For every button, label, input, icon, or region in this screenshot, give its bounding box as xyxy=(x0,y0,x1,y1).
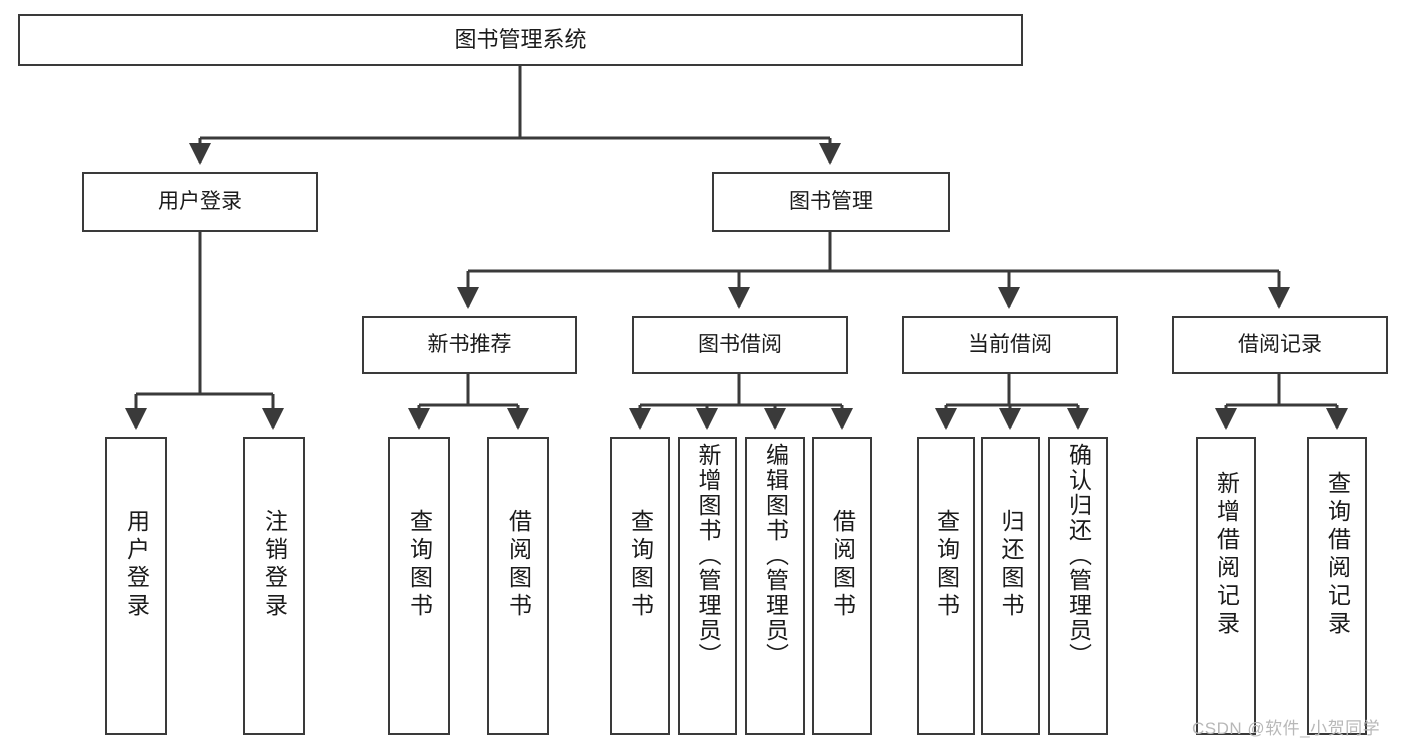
node-leaf-query-borrow-record-label: 查询借阅记录 xyxy=(1324,471,1351,639)
node-leaf-logout[interactable]: 注销登录 xyxy=(243,437,305,735)
node-root-label: 图书管理系统 xyxy=(454,27,587,53)
node-leaf-borrow-book[interactable]: 借阅图书 xyxy=(812,437,872,735)
watermark: CSDN @软件_小贺同学 xyxy=(1192,719,1381,738)
node-leaf-borrow-book-label: 借阅图书 xyxy=(829,509,856,621)
node-leaf-query-book-rec-label: 查询图书 xyxy=(406,509,433,621)
node-leaf-add-book-admin-label: 新增图书（管理员） xyxy=(695,443,721,668)
node-leaf-query-book-borrow[interactable]: 查询图书 xyxy=(610,437,670,735)
node-book-manage[interactable]: 图书管理 xyxy=(712,172,950,232)
node-leaf-user-login[interactable]: 用户登录 xyxy=(105,437,167,735)
node-leaf-add-borrow-record[interactable]: 新增借阅记录 xyxy=(1196,437,1256,735)
node-leaf-query-book-current[interactable]: 查询图书 xyxy=(917,437,975,735)
node-leaf-add-borrow-record-label: 新增借阅记录 xyxy=(1213,471,1240,639)
node-leaf-query-book-borrow-label: 查询图书 xyxy=(627,509,654,621)
node-leaf-user-login-label: 用户登录 xyxy=(123,509,150,621)
node-leaf-query-borrow-record[interactable]: 查询借阅记录 xyxy=(1307,437,1367,735)
node-leaf-query-book-rec[interactable]: 查询图书 xyxy=(388,437,450,735)
node-book-borrow-label: 图书借阅 xyxy=(698,332,782,356)
node-user-login-label: 用户登录 xyxy=(158,189,242,213)
node-leaf-confirm-return-admin-label: 确认归还（管理员） xyxy=(1065,443,1092,668)
node-current-borrow[interactable]: 当前借阅 xyxy=(902,316,1118,374)
node-leaf-borrow-book-rec-label: 借阅图书 xyxy=(505,509,532,621)
node-borrow-record-label: 借阅记录 xyxy=(1238,332,1322,356)
node-leaf-query-book-current-label: 查询图书 xyxy=(933,509,960,621)
node-book-manage-label: 图书管理 xyxy=(789,189,873,213)
node-user-login[interactable]: 用户登录 xyxy=(82,172,318,232)
node-new-book-recommend[interactable]: 新书推荐 xyxy=(362,316,577,374)
node-leaf-return-book[interactable]: 归还图书 xyxy=(981,437,1040,735)
node-book-borrow[interactable]: 图书借阅 xyxy=(632,316,848,374)
node-root[interactable]: 图书管理系统 xyxy=(18,14,1023,66)
node-leaf-add-book-admin[interactable]: 新增图书（管理员） xyxy=(678,437,737,735)
node-leaf-edit-book-admin[interactable]: 编辑图书（管理员） xyxy=(745,437,805,735)
node-leaf-logout-label: 注销登录 xyxy=(261,509,288,621)
node-leaf-borrow-book-rec[interactable]: 借阅图书 xyxy=(487,437,549,735)
node-leaf-return-book-label: 归还图书 xyxy=(998,509,1024,621)
node-current-borrow-label: 当前借阅 xyxy=(968,332,1052,356)
node-new-book-recommend-label: 新书推荐 xyxy=(427,332,512,356)
node-leaf-edit-book-admin-label: 编辑图书（管理员） xyxy=(762,443,789,668)
node-borrow-record[interactable]: 借阅记录 xyxy=(1172,316,1388,374)
node-leaf-confirm-return-admin[interactable]: 确认归还（管理员） xyxy=(1048,437,1108,735)
